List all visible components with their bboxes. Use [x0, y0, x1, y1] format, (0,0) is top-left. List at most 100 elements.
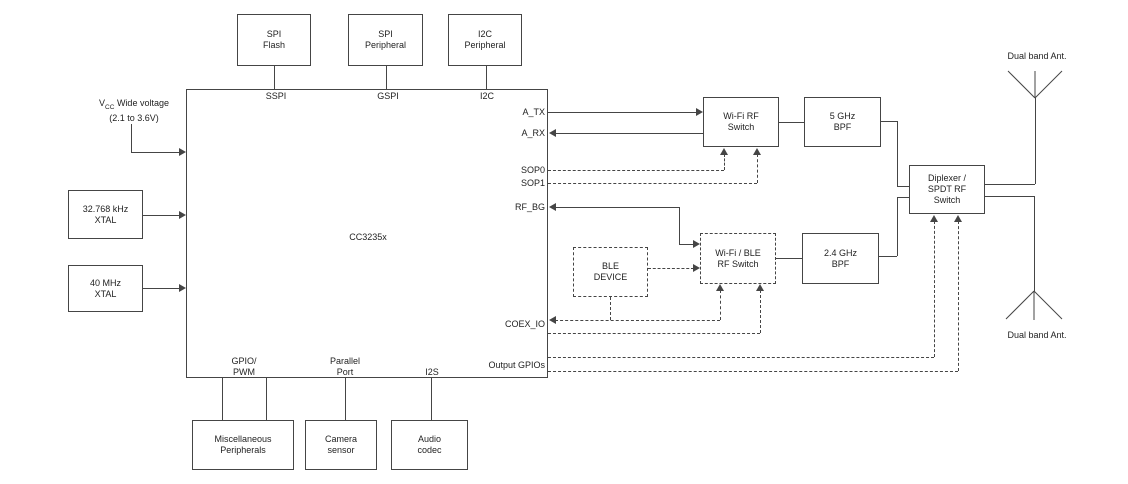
arrow-a-rx — [549, 129, 556, 137]
vcc-range: (2.1 to 3.6V) — [109, 112, 159, 123]
wire-sop0-v — [724, 154, 725, 170]
diplexer-label-1: Diplexer / — [927, 173, 966, 183]
arrow-a-tx — [696, 108, 703, 116]
spi-peripheral-label-1: SPI — [378, 29, 393, 39]
wifi-ble-rf-switch-label-2: RF Switch — [717, 258, 759, 269]
chip-label: CC3235x — [349, 232, 387, 242]
antenna-top-label: Dual band Ant. — [1007, 51, 1067, 61]
audio-codec-label-1: Audio — [417, 434, 442, 444]
arrow-gpio2 — [954, 215, 962, 222]
xtal-40m-label-1: 40 MHz — [89, 277, 121, 288]
antenna-bottom-label: Dual band Ant. — [1007, 330, 1067, 340]
wire-bpf5-out — [881, 121, 897, 122]
wire-coex-b-v — [760, 290, 761, 333]
wire-misc-1 — [222, 378, 223, 420]
audio-codec-label-2: codec — [417, 445, 442, 455]
wire-gpio2-h — [548, 371, 958, 372]
wire-a-rx — [555, 133, 703, 134]
arrow-rf-bg-chip — [549, 203, 556, 211]
wifi-rf-switch-box: Wi-Fi RF Switch — [703, 97, 779, 147]
vcc-symbol: V — [99, 98, 106, 108]
port-a-tx: A_TX — [522, 107, 545, 117]
bpf-2-4ghz-label-2: BPF — [831, 258, 850, 269]
wire-coex-b-h — [548, 333, 760, 334]
wire-camera — [345, 378, 346, 420]
camera-sensor-label-1: Camera — [324, 434, 357, 444]
misc-peripherals-label-2: Peripherals — [220, 445, 266, 455]
xtal-32k-label-1: 32.768 kHz — [82, 203, 129, 214]
arrow-xtal-40m — [179, 284, 186, 292]
bpf-5ghz-box: 5 GHz BPF — [804, 97, 881, 147]
port-parallel-line2: Port — [336, 367, 354, 377]
wire-bpf24-out — [879, 256, 897, 257]
chip-cc3235x — [186, 89, 548, 378]
arrow-coex-chip — [549, 316, 556, 324]
wire-bpf24-diplexer-v — [897, 197, 898, 256]
vcc-text: Wide voltage — [114, 98, 169, 108]
wire-coex-a-v — [720, 290, 721, 320]
wire-ble-switch — [648, 268, 694, 269]
antenna-top-icon — [1007, 70, 1063, 99]
arrow-rf-bg-switch — [693, 240, 700, 248]
spi-flash-box: SPI Flash — [237, 14, 311, 66]
arrow-xtal-32k — [179, 211, 186, 219]
wire-switch-bpf5 — [779, 122, 804, 123]
wire-sop1-h — [548, 183, 757, 184]
arrow-sop1 — [753, 148, 761, 155]
wire-switch-bpf24 — [776, 258, 802, 259]
arrow-sop0 — [720, 148, 728, 155]
port-i2s: I2S — [425, 367, 439, 377]
wire-gspi — [386, 66, 387, 89]
misc-peripherals-box: Miscellaneous Peripherals — [192, 420, 294, 470]
diplexer-label-3: Switch — [933, 195, 961, 205]
bpf-5ghz-label-1: 5 GHz — [829, 111, 856, 121]
i2c-peripheral-box: I2C Peripheral — [448, 14, 522, 66]
diplexer-box: Diplexer / SPDT RF Switch — [909, 165, 985, 214]
bpf-2-4ghz-box: 2.4 GHz BPF — [802, 233, 879, 284]
vcc-label: VCC Wide voltage (2.1 to 3.6V) — [88, 98, 180, 124]
wire-gpio1-h — [548, 357, 934, 358]
wifi-ble-rf-switch-box: Wi-Fi / BLE RF Switch — [700, 233, 776, 284]
spi-peripheral-box: SPI Peripheral — [348, 14, 423, 66]
arrow-vcc — [179, 148, 186, 156]
camera-sensor-label-2: sensor — [327, 445, 355, 455]
wire-ble-coex-stub — [610, 297, 611, 320]
wire-vcc-h — [131, 152, 180, 153]
wire-gpio2-v — [958, 221, 959, 371]
wire-sop0-h — [548, 170, 724, 171]
port-parallel-line1: Parallel — [329, 356, 360, 366]
port-output-gpios: Output GPIOs — [488, 360, 545, 370]
port-a-rx: A_RX — [521, 128, 545, 138]
wire-audio — [431, 378, 432, 420]
wire-rf-bg-h1 — [555, 207, 679, 208]
wire-vcc-v — [131, 124, 132, 152]
wire-diplexer-ant-bottom-h — [985, 196, 1034, 197]
diplexer-label-2: SPDT RF — [927, 184, 967, 194]
arrow-gpio1 — [930, 215, 938, 222]
i2c-peripheral-label-2: Peripheral — [464, 40, 506, 50]
camera-sensor-box: Camera sensor — [305, 420, 377, 470]
wifi-rf-switch-label-2: Switch — [727, 122, 755, 132]
port-sspi: SSPI — [265, 91, 287, 101]
port-rf-bg: RF_BG — [514, 202, 545, 212]
wire-sspi — [274, 66, 275, 89]
wire-gpio1-v — [934, 221, 935, 357]
wire-misc-2 — [266, 378, 267, 420]
port-parallel: Parallel Port — [320, 356, 370, 378]
port-coex-io: COEX_IO — [504, 319, 545, 329]
wire-xtal-40m — [143, 288, 180, 289]
wire-ant-top-feed — [1035, 98, 1036, 184]
arrow-coex-a — [716, 284, 724, 291]
ble-device-label-1: BLE — [601, 261, 619, 271]
wire-xtal-32k — [143, 215, 180, 216]
wire-bpf5-diplexer-v — [897, 121, 898, 186]
vcc-subscript: CC — [105, 103, 115, 111]
spi-flash-label-2: Flash — [262, 40, 285, 50]
i2c-peripheral-label-1: I2C — [477, 29, 492, 39]
port-sop1: SOP1 — [520, 178, 545, 188]
arrow-ble-switch — [693, 264, 700, 272]
spi-flash-label-1: SPI — [266, 29, 282, 39]
xtal-40m-label-2: XTAL — [94, 288, 117, 299]
wire-sop1-v — [757, 154, 758, 183]
